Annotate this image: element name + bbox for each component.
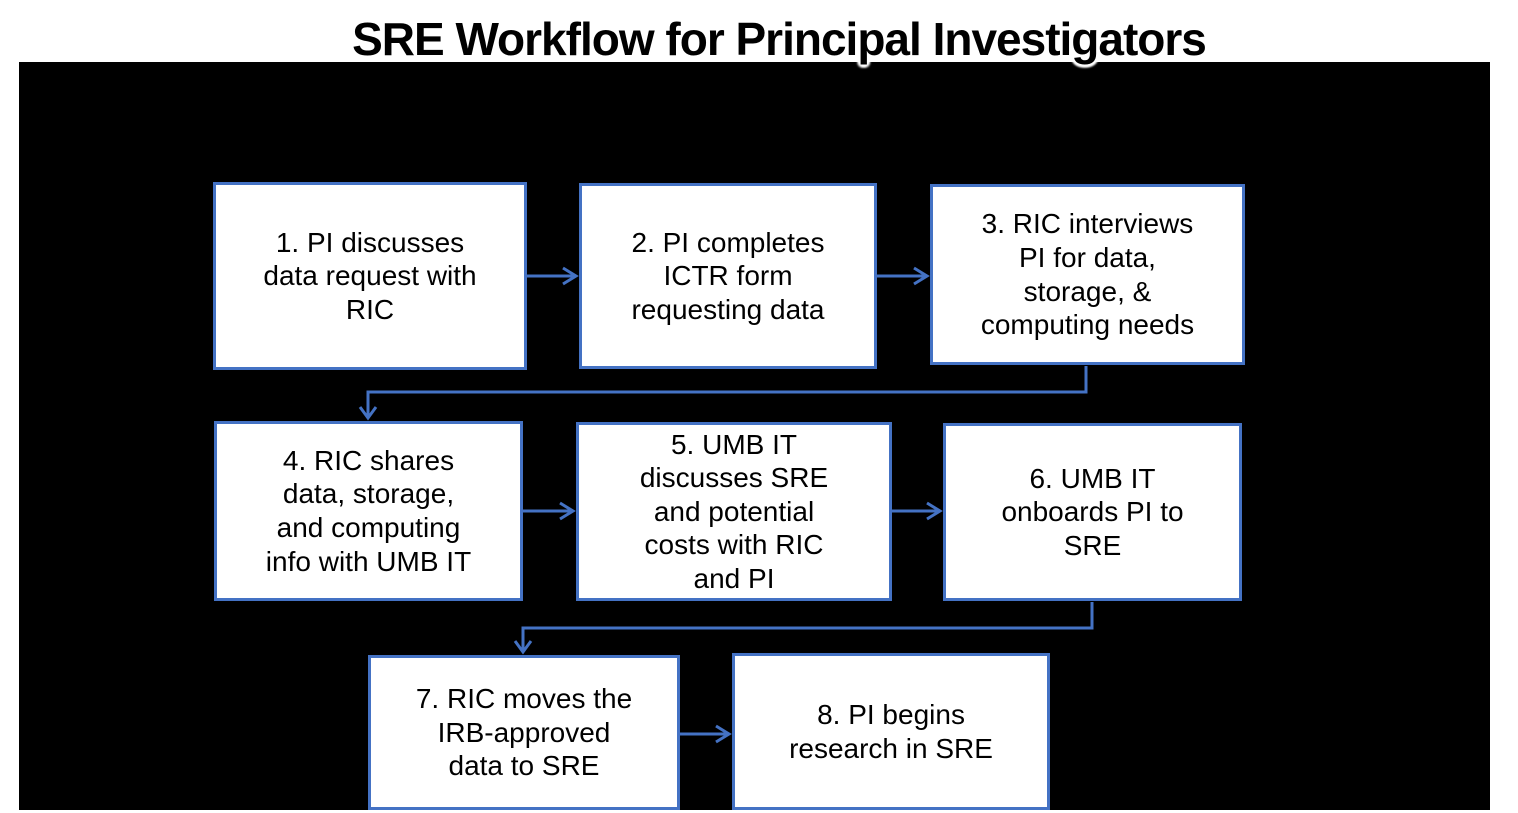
flow-step-2: 2. PI completes ICTR form requesting dat… bbox=[579, 183, 877, 369]
arrow-head-right-icon bbox=[926, 501, 943, 521]
arrow-head-right-icon bbox=[715, 724, 732, 744]
arrow-shaft bbox=[521, 602, 1094, 651]
arrow-step5-step6 bbox=[892, 501, 943, 521]
arrow-step3-step4-elbow bbox=[358, 366, 1088, 421]
arrow-head-right-icon bbox=[559, 501, 576, 521]
arrow-head-right-icon bbox=[913, 266, 930, 286]
arrow-shaft bbox=[366, 366, 1088, 417]
arrow-head-down-icon bbox=[358, 406, 378, 421]
arrow-head-right-icon bbox=[562, 266, 579, 286]
arrow-step2-step3 bbox=[877, 266, 930, 286]
arrow-step6-step7-elbow bbox=[513, 602, 1094, 655]
flow-step-3: 3. RIC interviews PI for data, storage, … bbox=[930, 184, 1245, 365]
flow-step-6: 6. UMB IT onboards PI to SRE bbox=[943, 423, 1242, 601]
arrow-step4-step5 bbox=[523, 501, 576, 521]
arrow-step1-step2 bbox=[527, 266, 579, 286]
flow-step-1: 1. PI discusses data request with RIC bbox=[213, 182, 527, 370]
flow-step-5: 5. UMB IT discusses SRE and potential co… bbox=[576, 422, 892, 601]
slide-title: SRE Workflow for Principal Investigators bbox=[352, 13, 1207, 65]
flow-step-8: 8. PI begins research in SRE bbox=[732, 653, 1050, 810]
flow-step-7: 7. RIC moves the IRB-approved data to SR… bbox=[368, 655, 680, 810]
arrow-step7-step8 bbox=[680, 724, 732, 744]
arrow-head-down-icon bbox=[513, 640, 533, 655]
flow-step-4: 4. RIC shares data, storage, and computi… bbox=[214, 421, 523, 601]
